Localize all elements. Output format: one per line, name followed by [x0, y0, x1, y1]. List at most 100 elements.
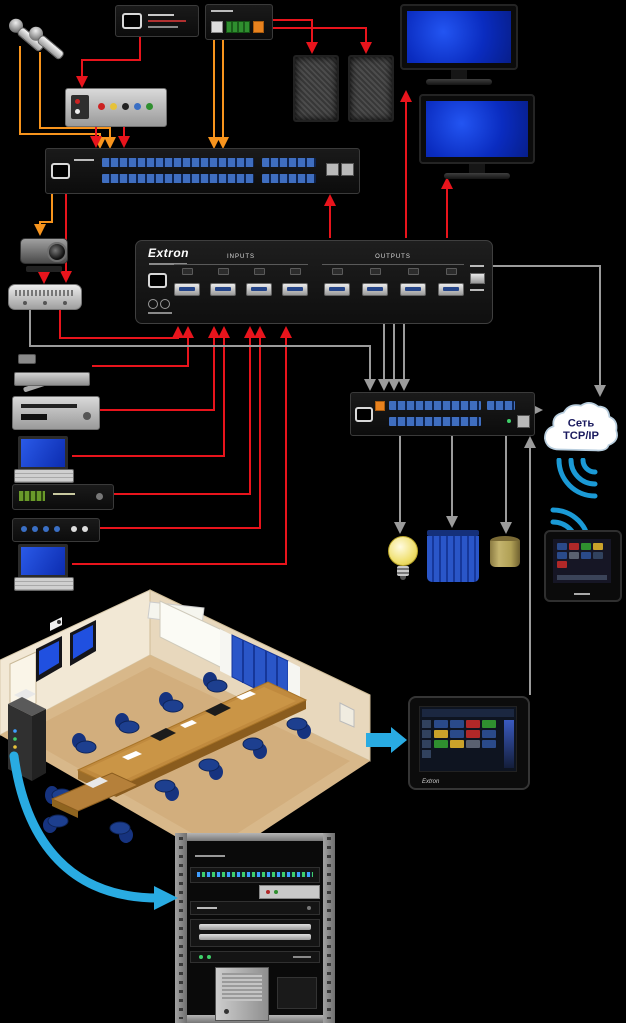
input-connector-1 — [174, 268, 200, 296]
label-bar — [148, 20, 186, 22]
output-connector-1 — [324, 268, 350, 296]
front-display — [21, 414, 47, 420]
blinds-slats — [427, 536, 479, 582]
display-bezel — [400, 4, 518, 70]
status-led — [507, 419, 511, 423]
panel-button — [450, 730, 464, 738]
connector-block — [211, 21, 223, 33]
laptop-display — [21, 439, 65, 467]
terminal-strip — [262, 158, 316, 167]
panel-button — [466, 720, 480, 728]
interface-panel — [71, 95, 89, 119]
disc-slot — [21, 404, 77, 408]
rca-white — [75, 109, 80, 114]
label-bar — [148, 26, 178, 28]
rack-module — [259, 885, 320, 899]
power-inlet — [355, 407, 373, 422]
panel-button — [593, 543, 603, 550]
connector-button — [289, 268, 301, 275]
media-player — [12, 396, 100, 430]
output-connector-2 — [362, 268, 388, 296]
connector-slot — [329, 287, 345, 291]
panel-button — [569, 543, 579, 550]
panel-button — [581, 543, 591, 550]
chairs-lower — [154, 717, 311, 801]
rack-source — [12, 484, 114, 510]
front-leds — [19, 491, 45, 501]
laptop-keyboard — [14, 469, 74, 483]
panel-button — [557, 543, 567, 550]
rack-top-cap — [175, 833, 335, 841]
rca-yellow — [110, 103, 117, 110]
terminal-strip — [102, 158, 254, 167]
rack-interface — [190, 951, 320, 963]
compact-switcher — [12, 518, 100, 542]
rack-accessory — [277, 977, 317, 1009]
network-cloud: Сеть TCP/IP — [538, 396, 624, 460]
label-bar — [74, 159, 94, 161]
rca-red — [75, 99, 80, 104]
mic-dot — [23, 301, 27, 305]
display-stand — [469, 164, 485, 173]
mic-dot — [63, 301, 67, 305]
wifi-icon — [556, 457, 598, 499]
switch-button — [82, 526, 88, 532]
label-bar — [470, 265, 484, 267]
label-bar — [197, 907, 217, 909]
rack-pc-tower — [215, 967, 269, 1021]
panel-button — [581, 552, 591, 559]
label-bar — [148, 312, 172, 314]
terminal-strip — [389, 417, 481, 426]
cloud-shape — [544, 401, 618, 452]
output-connector-4 — [438, 268, 464, 296]
audio-dsp-main — [45, 148, 360, 194]
disc-tray — [199, 934, 311, 940]
cloud-icon: Сеть TCP/IP — [544, 401, 618, 452]
pc-vents — [222, 973, 262, 1001]
connector-button — [253, 268, 265, 275]
power-button — [224, 1009, 229, 1014]
doc-cam-head — [18, 354, 36, 364]
panel-titlebar — [422, 709, 514, 717]
power-inlet — [51, 163, 70, 179]
connector-button — [181, 268, 193, 275]
mic-dot — [43, 301, 47, 305]
wall-displays — [36, 620, 96, 682]
terminal-strip — [487, 401, 515, 410]
power-inlet — [122, 13, 142, 29]
curtain-left — [220, 629, 232, 677]
connector-slot — [215, 287, 231, 291]
cert-mark — [148, 299, 158, 309]
brand-bar — [574, 593, 590, 595]
matrix-switcher: Extron INPUTS OUTPUTS — [135, 240, 493, 324]
label-bar — [148, 14, 174, 16]
conference-room-illustration — [0, 585, 380, 865]
connector-port — [324, 283, 350, 296]
input-connector-3 — [246, 268, 272, 296]
laptop-screen — [18, 436, 68, 470]
speaker-grill — [15, 290, 75, 296]
panel-buttons-grid — [434, 720, 500, 748]
laptop-keyboard — [14, 577, 74, 591]
camera-lens-icon — [47, 242, 67, 262]
connector-port — [400, 283, 426, 296]
connector-button — [445, 268, 457, 275]
lighting — [388, 536, 418, 580]
control-lines — [29, 265, 606, 695]
wifi-signal-1 — [543, 457, 599, 508]
terminal-strip — [102, 174, 254, 183]
label-bar — [293, 956, 311, 958]
knob — [96, 493, 103, 500]
connector-button — [331, 268, 343, 275]
display-bezel — [419, 94, 535, 164]
rack-rail-left — [175, 833, 187, 1023]
panel-button — [450, 720, 464, 728]
panel-button — [422, 720, 431, 728]
rack-switcher — [190, 867, 320, 883]
remote-port — [470, 273, 485, 284]
panel-button — [557, 561, 567, 568]
audio-interface — [65, 88, 167, 127]
panel-button — [593, 552, 603, 559]
